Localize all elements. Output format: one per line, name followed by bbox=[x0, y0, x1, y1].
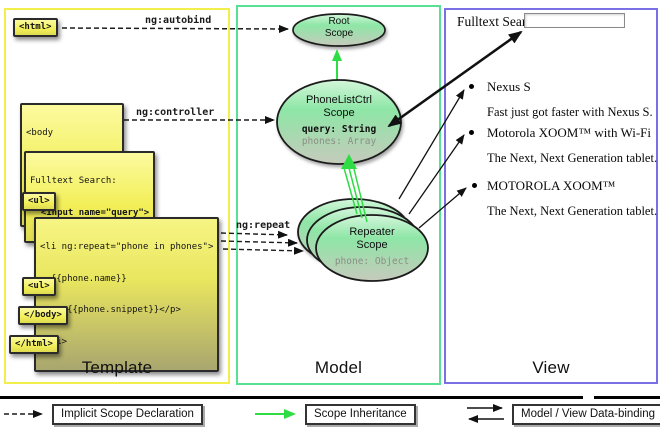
phonelistctrl-scope-label: PhoneListCtrl Scope query: String phones… bbox=[277, 94, 401, 147]
root-scope-label: Root Scope bbox=[294, 16, 384, 39]
view-item-snippet: Fast just got faster with Nexus S. bbox=[487, 105, 653, 119]
repeater-binding-arrow-2 bbox=[408, 134, 465, 215]
code-box-body-close: </body> bbox=[18, 306, 68, 325]
scope-inheritance-line-2 bbox=[348, 167, 363, 219]
fulltext-search-input[interactable] bbox=[524, 13, 625, 28]
scope-name-line: Repeater bbox=[349, 226, 395, 238]
legend-separator-right bbox=[594, 396, 660, 399]
view-item-snippet: The Next, Next Generation tablet. bbox=[487, 151, 658, 165]
code-line: <body bbox=[26, 128, 54, 138]
scope-name-line: Scope bbox=[356, 239, 388, 251]
scope-property: phones: Array bbox=[301, 135, 377, 147]
repeater-binding-arrow-3 bbox=[418, 187, 467, 229]
ng-repeat-arrow-1 bbox=[220, 230, 288, 239]
ng-controller-label: ng:controller bbox=[136, 107, 215, 118]
view-item-title: Nexus S bbox=[487, 79, 531, 94]
template-panel-title: Template bbox=[81, 358, 153, 377]
scope-inheritance-line-1 bbox=[343, 167, 358, 215]
scope-name-line: Root bbox=[328, 16, 350, 27]
scope-inheritance-arrowhead bbox=[341, 154, 357, 169]
root-scope-ellipse bbox=[292, 13, 386, 47]
scope-name-line: PhoneListCtrl bbox=[305, 94, 373, 106]
bullet-dot bbox=[469, 84, 474, 89]
scope-name-line: Scope bbox=[324, 27, 354, 39]
bullet-dot bbox=[472, 183, 477, 188]
ng-repeat-arrow-3 bbox=[222, 246, 304, 255]
code-box-li-repeat: <li ng:repeat="phone in phones"> {{phone… bbox=[34, 217, 220, 372]
code-box-html-close: </html> bbox=[9, 335, 59, 354]
repeater-scope-label: Repeater Scope phone: Object bbox=[315, 226, 429, 268]
scope-property: query: String bbox=[301, 124, 377, 135]
code-line: Fulltext Search: bbox=[30, 176, 117, 186]
view-item-snippet: The Next, Next Generation tablet. bbox=[487, 204, 658, 218]
repeater-binding-arrow-1 bbox=[398, 89, 465, 200]
ng-repeat-label: ng:repeat bbox=[236, 220, 291, 231]
code-line: </li> bbox=[40, 337, 213, 348]
repeater-scope-ellipse-front bbox=[315, 214, 429, 282]
scope-property: phone: Object bbox=[334, 256, 410, 267]
code-line: <li ng:repeat="phone in phones"> bbox=[40, 242, 214, 252]
legend-implicit-scope-declaration: Implicit Scope Declaration bbox=[52, 404, 203, 425]
code-line: <p>{{phone.snippet}}</p> bbox=[40, 305, 181, 315]
code-box-ul-open: <ul> bbox=[22, 192, 56, 211]
model-panel-title: Model bbox=[314, 358, 363, 377]
view-item-title: MOTOROLA XOOM™ bbox=[487, 178, 616, 193]
view-panel-title: View bbox=[532, 358, 570, 377]
code-box-ul-close: <ul> bbox=[22, 277, 56, 296]
scope-name-line: Scope bbox=[323, 107, 355, 119]
fulltext-search-label: Fulltext Search: bbox=[457, 14, 543, 29]
query-databinding-arrow bbox=[387, 30, 523, 128]
ng-autobind-label: ng:autobind bbox=[145, 15, 212, 26]
legend-model-view-data-binding: Model / View Data-binding bbox=[512, 404, 660, 425]
ng-autobind-arrow bbox=[61, 24, 289, 33]
code-box-html-open: <html> bbox=[13, 18, 58, 37]
view-item-title: Motorola XOOM™ with Wi-Fi bbox=[487, 125, 652, 140]
code-line: <input name="query"> bbox=[30, 207, 150, 218]
code-line: {{phone.name}} bbox=[40, 273, 127, 284]
legend-separator-left bbox=[0, 396, 583, 399]
ng-repeat-arrow-2 bbox=[220, 238, 298, 247]
bullet-dot bbox=[469, 130, 474, 135]
legend-scope-inheritance: Scope Inheritance bbox=[305, 404, 416, 425]
scope-inheritance-line-3 bbox=[353, 168, 368, 223]
